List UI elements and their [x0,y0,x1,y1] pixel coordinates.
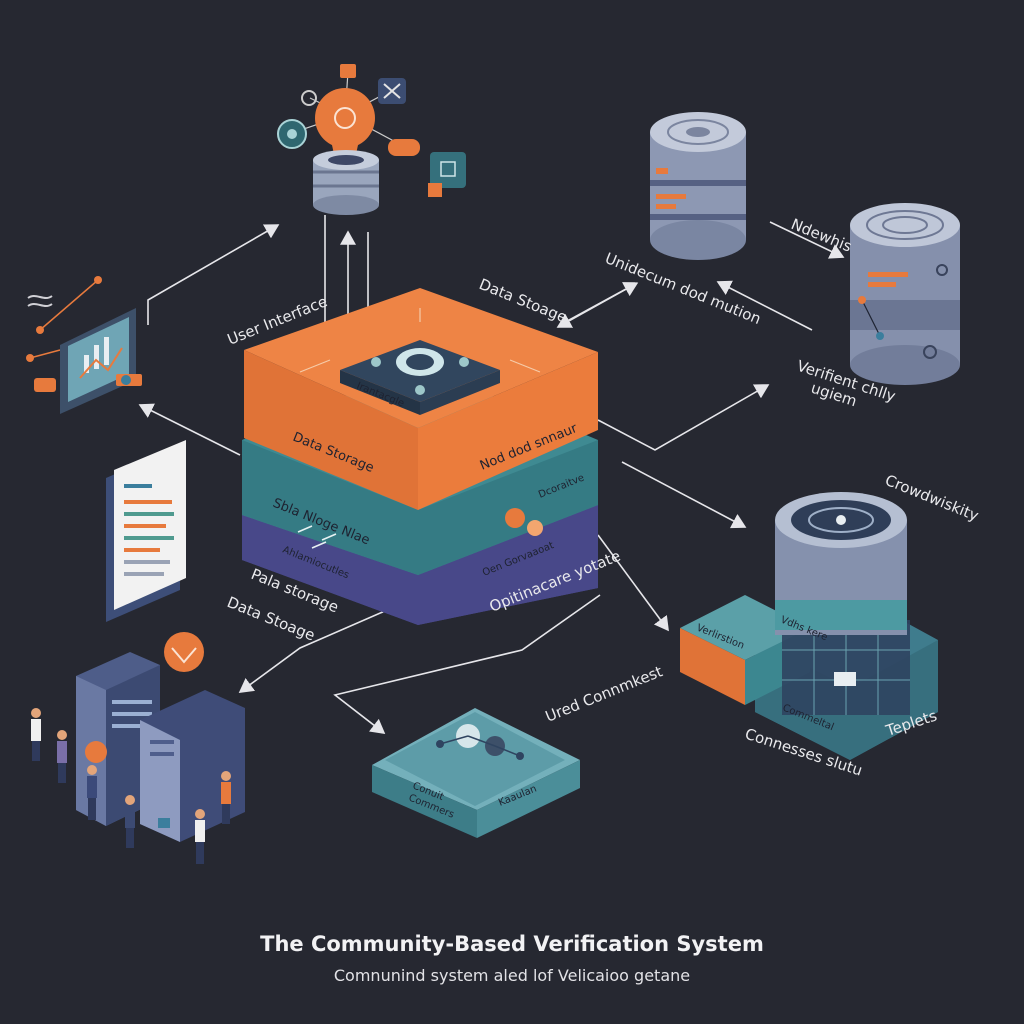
database-cylinder-top [650,112,746,260]
document-panel [106,440,186,622]
diagram-subtitle: Comnunind system aled lof Velicaioo geta… [333,966,691,985]
community-box [372,708,580,838]
connector-arrows [138,215,845,734]
chip-icon [430,152,466,188]
label-ured-connmkest: Ured Connmkest [543,662,665,725]
central-platform [242,288,598,625]
diagram-title: The Community-Based Verification System [260,932,764,956]
monitor-dashboard [26,276,142,414]
label-ndewhis: Ndewhis [789,215,855,256]
network-bulb-icon [315,88,375,148]
database-cylinder-middle [850,203,960,385]
verification-tower [680,492,938,760]
people-group [31,708,231,864]
network-globe-icon [164,632,204,672]
community-buildings [76,632,245,842]
top-database-stack [313,150,379,215]
